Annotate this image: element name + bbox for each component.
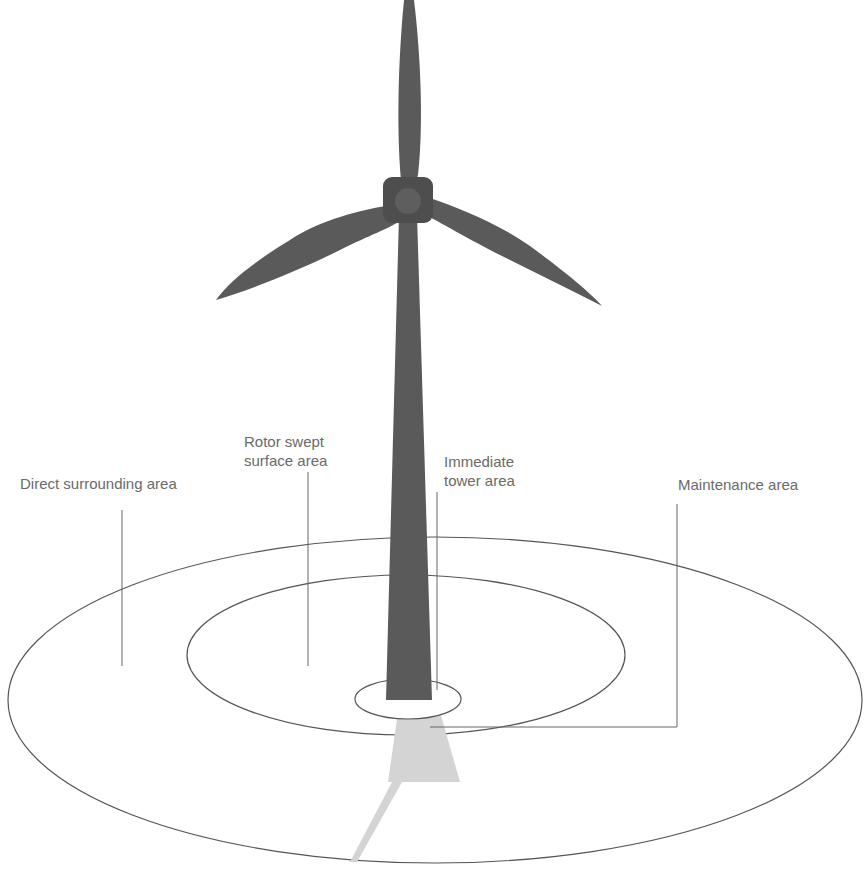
hub	[395, 188, 421, 214]
blade-left	[216, 205, 398, 300]
leader-line	[308, 472, 309, 666]
blade-right	[420, 198, 602, 306]
zone-label: Maintenance area	[678, 475, 858, 494]
nacelle	[383, 177, 433, 223]
tower	[386, 215, 432, 700]
leader-line	[122, 510, 123, 666]
zone-label: Immediate tower area	[444, 452, 528, 490]
access-track	[350, 782, 402, 862]
outer-zone	[8, 537, 862, 863]
blade-up	[398, 0, 421, 192]
leader-line	[437, 492, 438, 690]
zone-label: Direct surrounding area	[20, 474, 220, 493]
maintenance-area	[388, 712, 460, 782]
zone-label: Rotor swept surface area	[244, 432, 346, 470]
leader-line	[430, 504, 677, 727]
